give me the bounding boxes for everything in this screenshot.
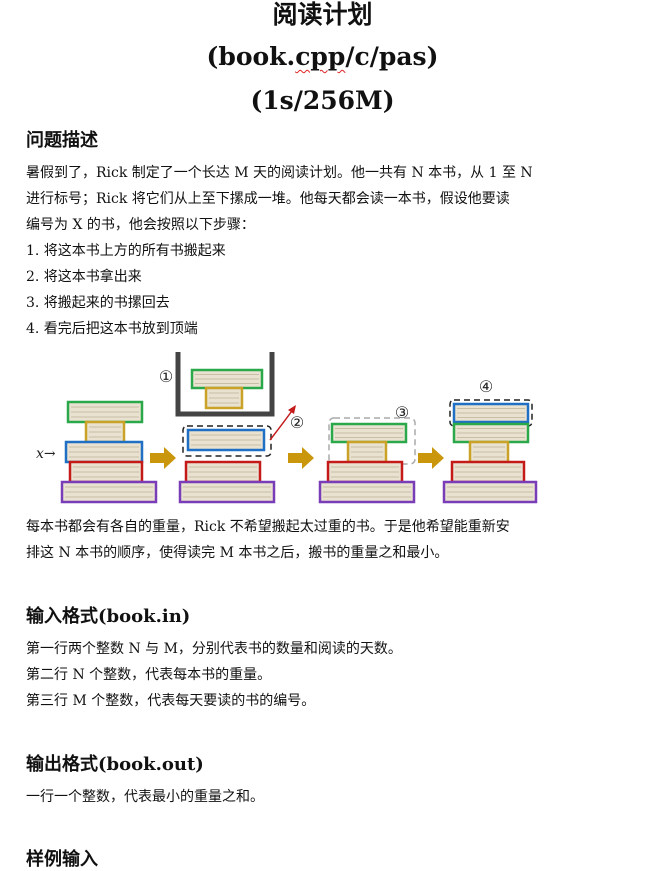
step-number: ②: [290, 413, 304, 432]
step-number: ③: [395, 403, 409, 422]
description-after: 每本书都会有各自的重量，Rick 不希望搬起太过重的书。于是他希望能重新安 排这…: [26, 514, 596, 566]
description-line: 进行标号；Rick 将它们从上至下摞成一堆。他每天都会读一本书，假设他要读: [26, 191, 510, 207]
input-text: 第一行两个整数 N 与 M，分别代表书的数量和阅读的天数。 第二行 N 个整数，…: [26, 636, 596, 714]
step-item: 2. 将这本书拿出来: [26, 269, 142, 285]
x-label: x→: [36, 446, 56, 462]
output-text: 一行一个整数，代表最小的重量之和。: [26, 784, 596, 810]
page-title: 阅读计划: [272, 0, 373, 29]
book-stack-figure: x→ ① ② ③ ④: [36, 352, 538, 504]
limits: (1s/256M): [250, 86, 395, 115]
lift-arrowhead: [288, 405, 296, 414]
file-suffix: /c/pas): [345, 42, 439, 71]
input-line: 第三行 M 个整数，代表每天要读的书的编号。: [26, 693, 316, 709]
step-item: 3. 将搬起来的书摞回去: [26, 295, 170, 311]
description-heading: 问题描述: [26, 130, 98, 151]
file-names: (book.cpp/c/pas): [0, 42, 645, 72]
step-number: ④: [479, 377, 493, 396]
file-cpp: cpp: [295, 42, 346, 71]
description-line: 每本书都会有各自的重量，Rick 不希望搬起太过重的书。于是他希望能重新安: [26, 519, 510, 535]
arrow-right-icon: [418, 447, 444, 469]
description-line: 编号为 X 的书，他会按照以下步骤：: [26, 217, 255, 233]
arrow-right-icon: [288, 447, 314, 469]
output-line: 一行一个整数，代表最小的重量之和。: [26, 789, 264, 805]
description-line: 暑假到了，Rick 制定了一个长达 M 天的阅读计划。他一共有 N 本书，从 1…: [26, 165, 533, 181]
holder-frame: [175, 352, 275, 417]
arrow-right-icon: [150, 447, 176, 469]
description-line: 排这 N 本书的顺序，使得读完 M 本书之后，搬书的重量之和最小。: [26, 545, 449, 561]
description-text: 暑假到了，Rick 制定了一个长达 M 天的阅读计划。他一共有 N 本书，从 1…: [26, 160, 596, 342]
step-number: ①: [159, 367, 173, 386]
output-heading: 输出格式(book.out): [26, 754, 204, 775]
input-heading: 输入格式(book.in): [26, 606, 191, 627]
sample-input-heading: 样例输入: [26, 849, 98, 870]
step-item: 1. 将这本书上方的所有书搬起来: [26, 243, 226, 259]
step-item: 4. 看完后把这本书放到顶端: [26, 321, 198, 337]
file-prefix: (book.: [206, 42, 296, 71]
dashed-outline: [182, 425, 272, 457]
input-line: 第一行两个整数 N 与 M，分别代表书的数量和阅读的天数。: [26, 641, 402, 657]
input-line: 第二行 N 个整数，代表每本书的重量。: [26, 667, 272, 683]
